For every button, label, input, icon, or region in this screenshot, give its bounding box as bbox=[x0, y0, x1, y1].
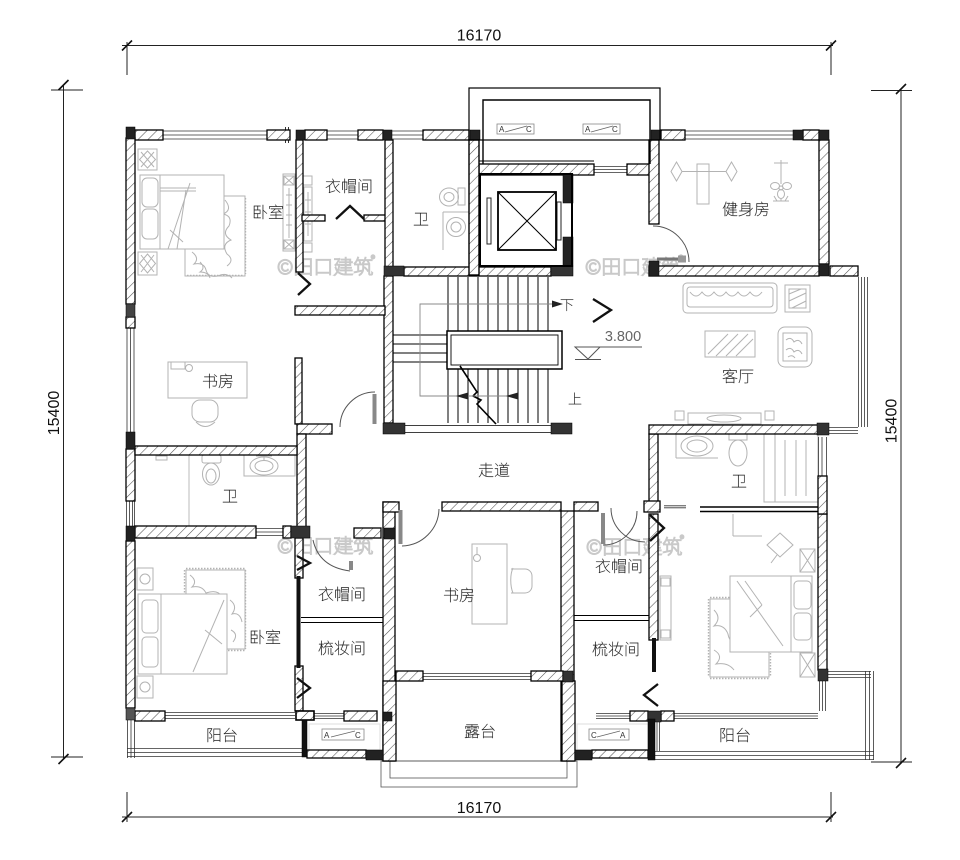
svg-text:C: C bbox=[612, 125, 618, 134]
svg-text:A: A bbox=[324, 731, 330, 740]
svg-text:C: C bbox=[591, 731, 597, 740]
svg-text:3.800: 3.800 bbox=[605, 329, 641, 345]
svg-text:C: C bbox=[526, 125, 532, 134]
svg-text:16170: 16170 bbox=[457, 28, 502, 45]
svg-text:15400: 15400 bbox=[884, 399, 901, 444]
svg-text:A: A bbox=[585, 125, 591, 134]
svg-text:A: A bbox=[620, 731, 626, 740]
svg-text:C: C bbox=[355, 731, 361, 740]
svg-text:16170: 16170 bbox=[457, 800, 502, 817]
svg-text:A: A bbox=[499, 125, 505, 134]
svg-text:15400: 15400 bbox=[46, 391, 63, 436]
